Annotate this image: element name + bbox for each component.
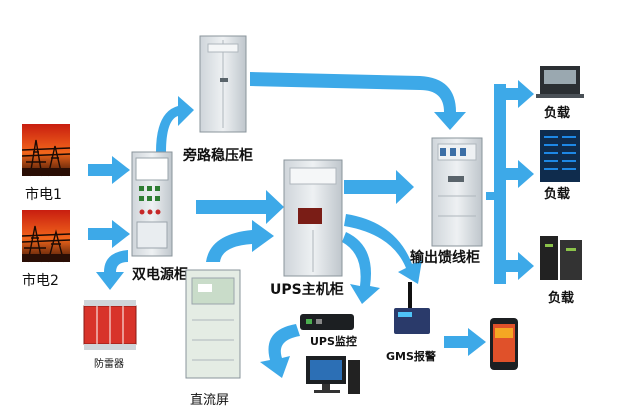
gsm-modem-icon: [394, 282, 430, 334]
arrow-gms-to-phone: [444, 328, 486, 356]
gms-alarm-label: GMS报警: [386, 349, 436, 363]
mains1-image: [21, 124, 71, 177]
arrow-ups-to-monitor: [342, 232, 380, 304]
arrow-mains1-to-dual: [88, 156, 130, 184]
desktop-computer-icon: [306, 356, 360, 394]
smartphone-icon: [490, 318, 518, 370]
load2-label: 负载: [544, 186, 570, 202]
arrow-monitor-to-pc: [260, 324, 300, 378]
load3-image: [540, 236, 582, 280]
dc-panel-cabinet: [185, 269, 241, 379]
bypass-regulator-cabinet: [199, 35, 247, 133]
arrow-bypass-to-output: [250, 72, 466, 130]
load2-image: [540, 130, 580, 182]
arrow-bus-to-load2: [506, 160, 534, 188]
surge-protector-image: [83, 300, 137, 350]
arrow-dual-to-bypass: [144, 96, 194, 152]
ups-main-label: UPS主机柜: [270, 281, 344, 298]
ups-monitor-device: [300, 314, 354, 330]
arrow-bus-to-load1: [506, 80, 534, 108]
arrow-dual-to-surge: [96, 250, 128, 290]
dual-power-cabinet: [131, 151, 173, 257]
load3-label: 负载: [548, 290, 574, 306]
mains1-label: 市电1: [25, 186, 62, 203]
flow-arrows: [88, 72, 534, 378]
dual-power-label: 双电源柜: [132, 266, 188, 283]
arrow-ups-to-gms: [344, 214, 422, 284]
ups-main-cabinet: [283, 159, 343, 277]
output-bus: [494, 84, 506, 284]
arrow-bus-to-load3: [506, 252, 534, 280]
mains2-image: [21, 210, 71, 263]
ups-monitor-label: UPS监控: [310, 334, 357, 348]
mains2-label: 市电2: [22, 272, 59, 289]
arrow-dc-to-ups: [206, 220, 274, 262]
arrow-dual-to-ups: [196, 190, 284, 224]
load1-image: [536, 66, 584, 98]
load1-label: 负载: [544, 105, 570, 121]
dc-panel-label: 直流屏: [190, 393, 229, 408]
arrow-output-to-bus: [486, 192, 496, 200]
surge-label: 防雷器: [94, 357, 124, 370]
output-feeder-cabinet: [431, 137, 483, 247]
arrow-mains2-to-dual: [88, 220, 130, 248]
bypass-label: 旁路稳压柜: [182, 147, 253, 164]
output-feeder-label: 输出馈线柜: [410, 249, 480, 266]
arrow-ups-to-output: [344, 170, 414, 204]
